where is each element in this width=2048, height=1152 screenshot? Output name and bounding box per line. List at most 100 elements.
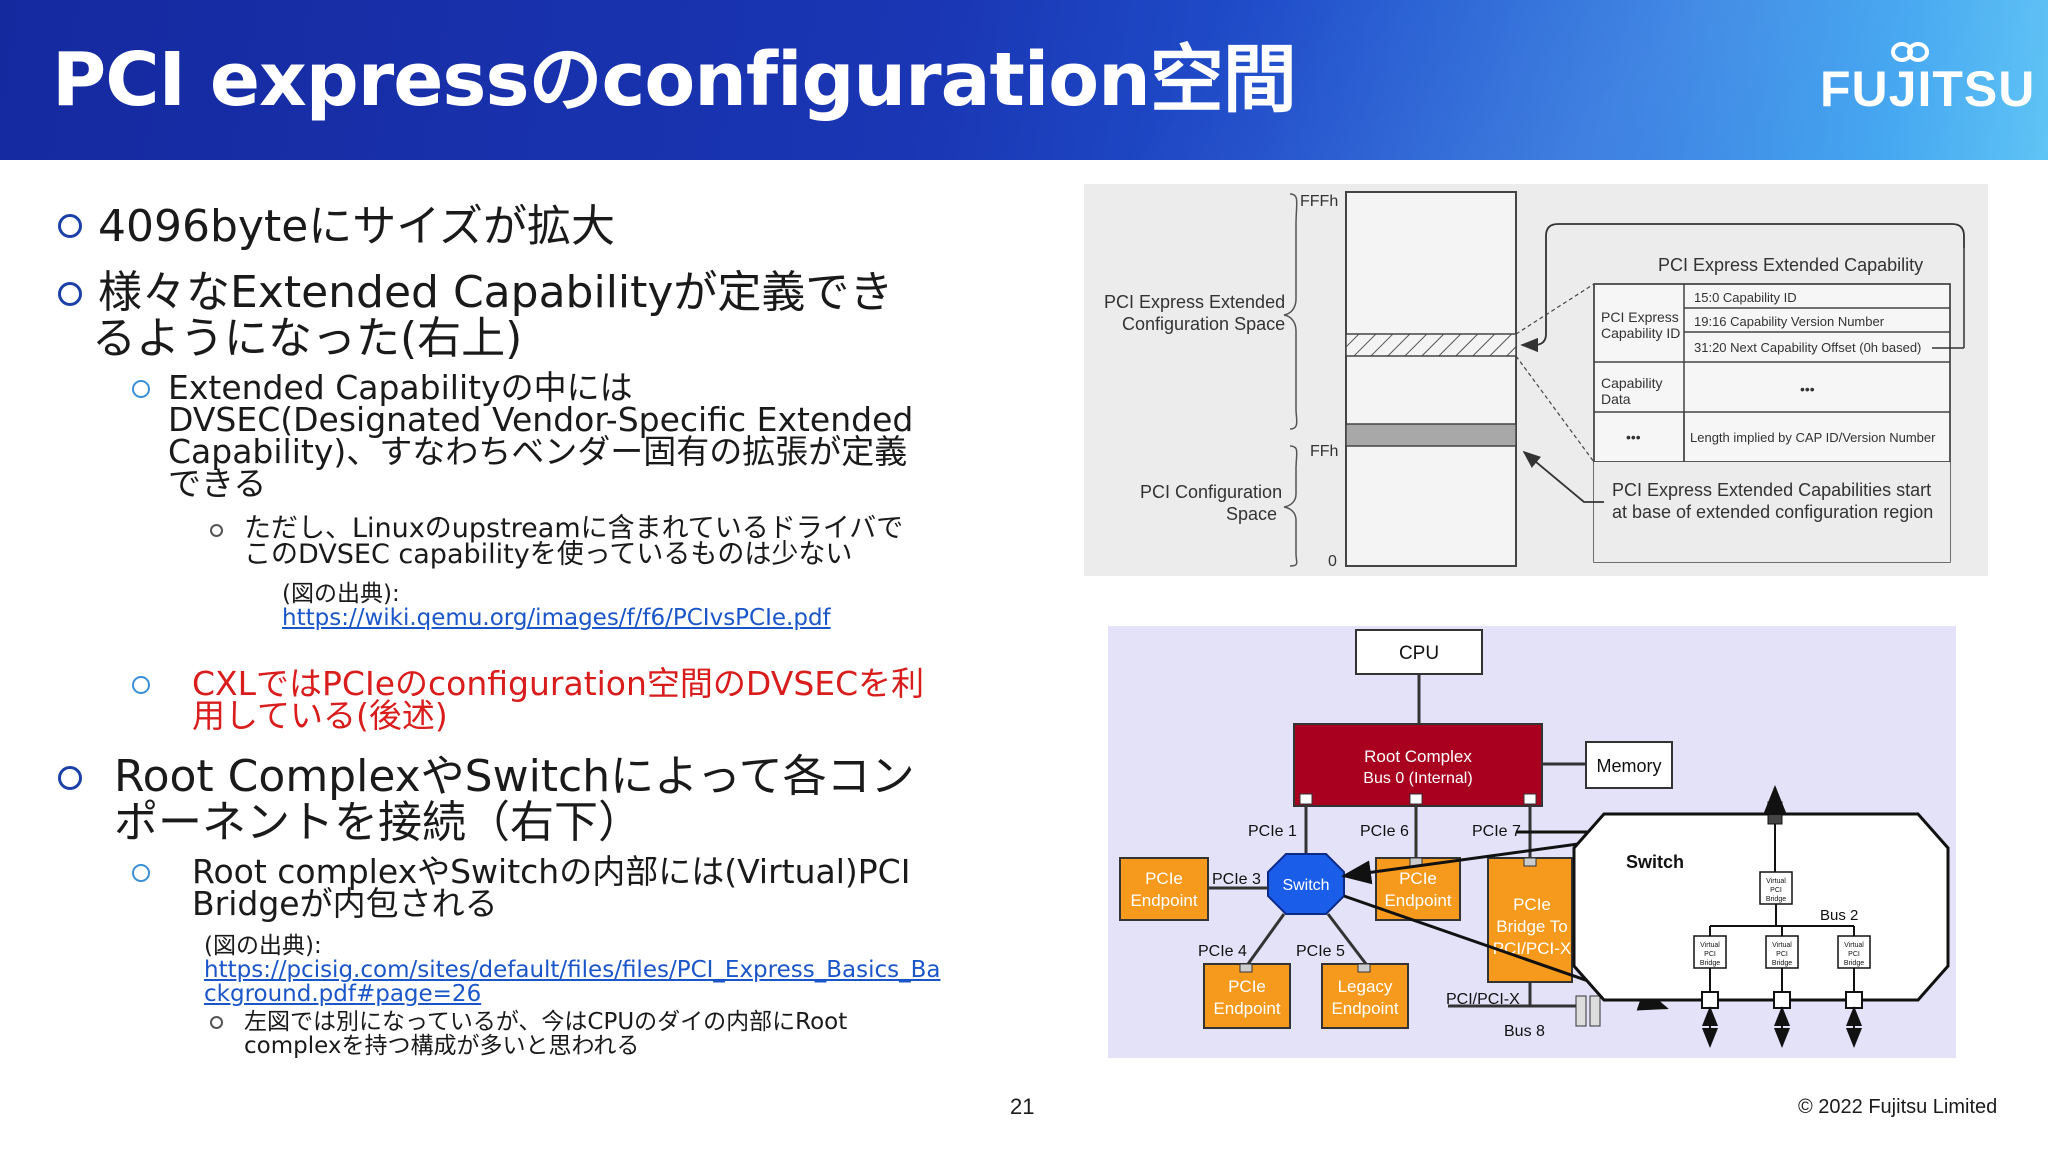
endpoint-bottom-label: PCIe [1228,977,1266,996]
ffh-label: FFh [1310,443,1338,460]
figure1-source-label: (図の出典): [282,581,400,607]
virtual-pci-bridge [1759,871,1793,905]
bus8-label: Bus 8 [1504,1023,1545,1040]
pcie-topology-diagram: CPU Root Complex Bus 0 (Internal) Memory… [1119,629,1950,1048]
sub-sub-bullet-linux: ただし、Linuxのupstreamに含まれているドライバで このDVSEC c… [244,513,904,570]
sub-bullet-cxl-line: CXLではPCIeのconfiguration空間のDVSECを利 [192,664,925,703]
dashed-connector [1515,355,1595,463]
config-space-brace [1283,445,1298,567]
sub-bullet-virtual-bridge-line: Bridgeが内包される [192,884,498,923]
sub-bullet-dvsec-line: できる [168,464,267,503]
figure2-source-link-line: https://pcisig.com/sites/default/files/f… [204,957,941,983]
config-space-diagram: FFFh FFh 0 PCI Express Extended Configur… [1104,191,1965,570]
endpoint-bottom-label: Endpoint [1213,999,1280,1018]
extended-space-brace [1283,193,1298,430]
pcie-endpoint-left [1119,857,1209,921]
cfg-space-label: Space [1226,504,1277,524]
vbridge-label: Bridge [1766,896,1786,903]
vbridge-label: PCI [1704,951,1716,958]
row-next-offset: 31:20 Next Capability Offset (0h based) [1694,340,1921,355]
legacy-label: Legacy [1338,977,1393,996]
start-note: at base of extended configuration region [1612,502,1933,522]
sub-bullet-virtual-bridge: Root complexやSwitchの内部には(Virtual)PCI Bri… [192,852,911,923]
figure2-source-label: (図の出典): [204,933,322,959]
endpoint-left-label: Endpoint [1130,891,1197,910]
ext-space-label: Configuration Space [1122,314,1285,334]
bullet-marker [58,282,82,306]
bullet-root-complex-line: ポーネントを接続（右下） [114,797,642,848]
virtual-pci-bridge [1765,935,1799,969]
vbridge-label: Virtual [1766,878,1786,885]
copyright: © 2022 Fujitsu Limited [1798,1096,1998,1118]
fffh-label: FFFh [1300,193,1338,210]
figure1-source: (図の出典): https://wiki.qemu.org/images/f/f… [282,582,831,630]
pcie4-label: PCIe 4 [1198,943,1247,960]
cfg-space-label: PCI Configuration [1140,482,1282,502]
bridge-label: PCI/PCI-X [1493,939,1571,958]
vbridge-label: Bridge [1700,960,1720,967]
bullet-root-complex: Root ComplexやSwitchによって各コン ポーネントを接続（右下） [114,754,915,846]
bullet-marker [58,766,82,790]
slide-header: PCI expressのconfiguration空間 FUJITSU [0,0,2048,160]
bus0-label: Bus 0 (Internal) [1363,770,1472,787]
ext-cap-title: PCI Express Extended Capability [1658,255,1923,275]
sub-sub-bullet-marker [210,524,223,537]
sub-sub-bullet-linux-line: ただし、Linuxのupstreamに含まれているドライバで [244,513,904,544]
slide-title: PCI expressのconfiguration空間 [52,37,1297,123]
bridge-label: PCIe [1513,895,1551,914]
dashed-connector [1515,283,1595,335]
sub-bullet-dvsec-line: Extended Capabilityの中には [168,368,633,407]
virtual-pci-bridge [1837,935,1871,969]
cap-data-label: Capability [1601,375,1662,391]
pcie5-label: PCIe 5 [1296,943,1345,960]
figure1-source-link[interactable]: https://wiki.qemu.org/images/f/f6/PCIvsP… [282,605,831,631]
bridge-label: Bridge To [1496,917,1568,936]
pcie1-label: PCIe 1 [1248,823,1297,840]
endpoint-mid-label: PCIe [1399,869,1437,888]
sub-sub-bullet-linux-line: このDVSEC capabilityを使っているものは少ない [244,539,853,570]
switch-upstream-port [1767,801,1783,825]
memory-label: Memory [1596,756,1661,776]
pcie-endpoint-bottom [1203,963,1291,1029]
cap-id-label: Capability ID [1601,325,1680,341]
vbridge-label: PCI [1848,951,1860,958]
extended-capability-block [1345,333,1517,357]
start-note: PCI Express Extended Capabilities start [1612,480,1931,500]
zero-label: 0 [1328,553,1337,570]
ext-space-label: PCI Express Extended [1104,292,1285,312]
switch-octagon-large [1572,812,1950,1002]
row-version: 19:16 Capability Version Number [1694,314,1885,329]
page-number: 21 [1010,1094,1035,1119]
cap-data-dots: ••• [1800,381,1815,397]
root-complex-box [1293,723,1543,807]
sub-bullet-cxl-line: 用している(後述) [192,696,448,735]
cap-data-label: Data [1601,391,1631,407]
endpoint-mid-label: Endpoint [1384,891,1451,910]
cpu-box [1355,629,1483,675]
bullet-root-complex-line: Root ComplexやSwitchによって各コン [114,751,915,802]
sub-sub-bullet-cpu-die: 左図では別になっているが、今はCPUのダイの内部にRoot complexを持つ… [244,1010,847,1058]
sub-bullet-dvsec: Extended Capabilityの中には DVSEC(Designated… [168,368,913,503]
vbridge-label: Virtual [1772,942,1792,949]
legacy-label: Endpoint [1331,999,1398,1018]
config-space-figure: FFFh FFh 0 PCI Express Extended Configur… [1084,184,1988,576]
bullet-extended-capability-line2: るようになった(右上) [92,313,523,364]
figure2-source: (図の出典): https://pcisig.com/sites/default… [204,934,940,1006]
vbridge-label: Virtual [1844,942,1864,949]
bullet-extended-capability-line1: 様々なExtended Capabilityが定義でき [98,267,894,318]
cap-id-label: PCI Express [1601,309,1679,325]
pcie6-label: PCIe 6 [1360,823,1409,840]
switch-octagon [1267,853,1345,915]
sub-bullet-dvsec-line: Capability)、すなわちベンダー固有の拡張が定義 [168,432,908,471]
pcie3-label: PCIe 3 [1212,871,1261,888]
bullet-size-expanded: 4096byteにサイズが拡大 [98,201,615,252]
config-space-column [1345,191,1517,567]
figure2-source-link[interactable]: https://pcisig.com/sites/default/files/f… [204,958,940,1006]
vbridge-label: PCI [1776,951,1788,958]
switch-small-label: Switch [1282,877,1329,894]
pcie-topology-figure: CPU Root Complex Bus 0 (Internal) Memory… [1108,626,1956,1058]
last-row-dots: ••• [1626,429,1641,445]
endpoint-left-label: PCIe [1145,869,1183,888]
sub-bullet-virtual-bridge-line: Root complexやSwitchの内部には(Virtual)PCI [192,852,911,891]
sub-bullet-marker [132,864,150,882]
